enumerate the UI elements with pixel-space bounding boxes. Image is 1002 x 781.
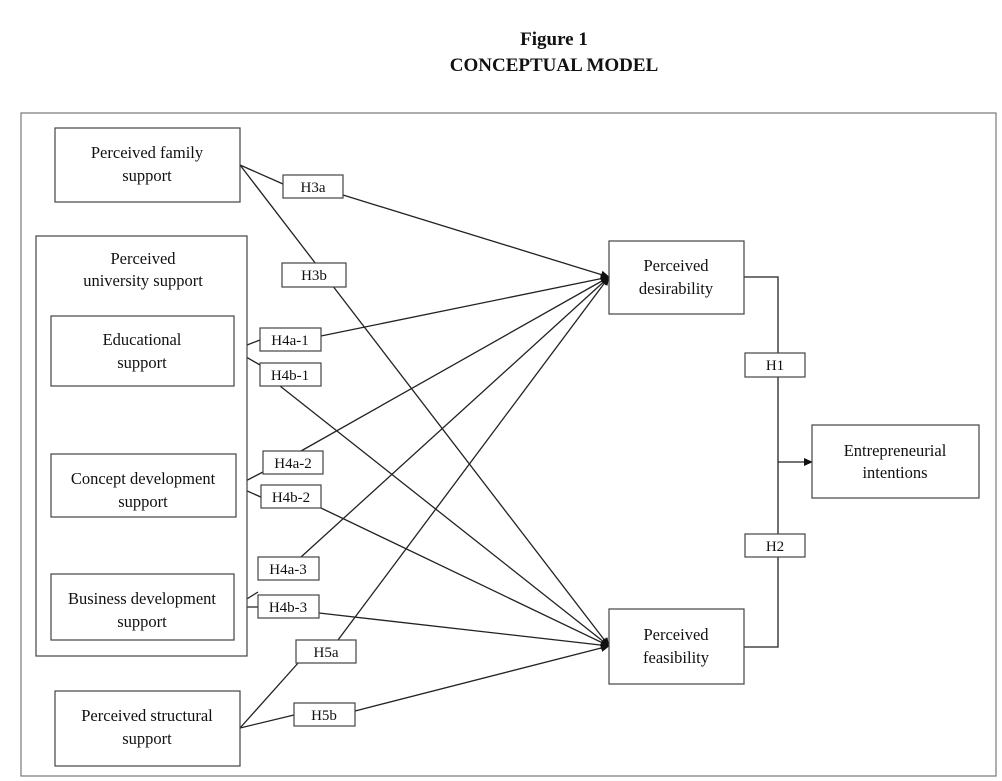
- business-label-line2: support: [117, 612, 167, 631]
- educational-label-line2: support: [117, 353, 167, 372]
- svg-text:H5a: H5a: [314, 645, 339, 661]
- edge-h3a-desirability: [342, 194, 610, 279]
- edge-h4b3-feasibility: [318, 612, 610, 650]
- desirability-label-line1: Perceived: [643, 256, 709, 275]
- concept-label-line1: Concept development: [71, 469, 216, 488]
- edge-structural-h5a: [239, 661, 300, 729]
- svg-text:H4b-1: H4b-1: [271, 368, 309, 384]
- label-h4a-1: H4a-1: [259, 327, 322, 352]
- educational-label-line1: Educational: [103, 330, 182, 349]
- edge-h4a2-desirability: [300, 276, 610, 452]
- feasibility-label-line2: feasibility: [643, 648, 710, 667]
- desirability-label-line2: desirability: [639, 279, 714, 298]
- box-structural: Perceived structural support: [54, 690, 241, 767]
- edge-h4a3-desirability: [300, 276, 610, 558]
- box-feasibility: Perceived feasibility: [608, 608, 745, 685]
- edge-family-h3a: [239, 164, 284, 185]
- svg-text:H5b: H5b: [311, 708, 337, 724]
- edge-h4b2-feasibility: [320, 507, 610, 647]
- figure-number: Figure 1: [520, 29, 588, 50]
- box-concept: Concept development support: [50, 453, 237, 518]
- svg-text:H4b-2: H4b-2: [272, 490, 310, 506]
- family-label-line2: support: [122, 166, 172, 185]
- box-educational: Educational support: [50, 315, 235, 387]
- edge-h5a-desirability: [337, 276, 610, 641]
- label-h4b-1: H4b-1: [259, 362, 322, 387]
- svg-text:H4a-1: H4a-1: [271, 333, 309, 349]
- svg-text:H4a-3: H4a-3: [269, 562, 307, 578]
- intentions-label-line1: Entrepreneurial: [844, 441, 947, 460]
- label-h2: H2: [744, 533, 806, 558]
- edge-h4a1-desirability: [320, 274, 610, 337]
- structural-label-line2: support: [122, 729, 172, 748]
- label-h5b: H5b: [293, 702, 356, 727]
- label-h3b: H3b: [281, 262, 347, 288]
- outer-frame: [20, 112, 997, 777]
- box-business: Business development support: [50, 573, 235, 641]
- structural-label-line1: Perceived structural: [81, 706, 213, 725]
- box-desirability: Perceived desirability: [608, 240, 745, 315]
- university-label-line1: Perceived: [110, 249, 176, 268]
- label-h4a-3: H4a-3: [257, 556, 320, 581]
- feasibility-label-line1: Perceived: [643, 625, 709, 644]
- label-h1: H1: [744, 352, 806, 378]
- label-h5a: H5a: [295, 639, 357, 664]
- business-label-line1: Business development: [68, 589, 216, 608]
- svg-text:H2: H2: [766, 539, 784, 555]
- svg-text:H3b: H3b: [301, 268, 327, 284]
- connectors: [233, 164, 813, 729]
- box-intentions: Entrepreneurial intentions: [811, 424, 980, 499]
- figure-title: CONCEPTUAL MODEL: [449, 55, 659, 76]
- box-family: Perceived family support: [54, 127, 241, 203]
- edge-family-feasibility-h3b: [239, 164, 610, 647]
- svg-text:H4a-2: H4a-2: [274, 456, 312, 472]
- edge-h5b-feasibility: [354, 644, 610, 712]
- family-label-line1: Perceived family: [91, 143, 204, 162]
- edge-bracket-h1-h2: [744, 276, 779, 648]
- label-h4a-2: H4a-2: [262, 450, 324, 475]
- svg-text:H4b-3: H4b-3: [269, 600, 307, 616]
- svg-text:H3a: H3a: [301, 180, 326, 196]
- university-label-line2: university support: [83, 271, 203, 290]
- label-h4b-3: H4b-3: [257, 594, 320, 619]
- concept-label-line2: support: [118, 492, 168, 511]
- svg-text:H1: H1: [766, 358, 784, 374]
- edge-structural-h5b: [239, 714, 295, 729]
- edge-h4b1-feasibility: [279, 385, 610, 647]
- intentions-label-line2: intentions: [862, 463, 927, 482]
- label-h4b-2: H4b-2: [260, 484, 322, 509]
- label-h3a: H3a: [282, 174, 344, 199]
